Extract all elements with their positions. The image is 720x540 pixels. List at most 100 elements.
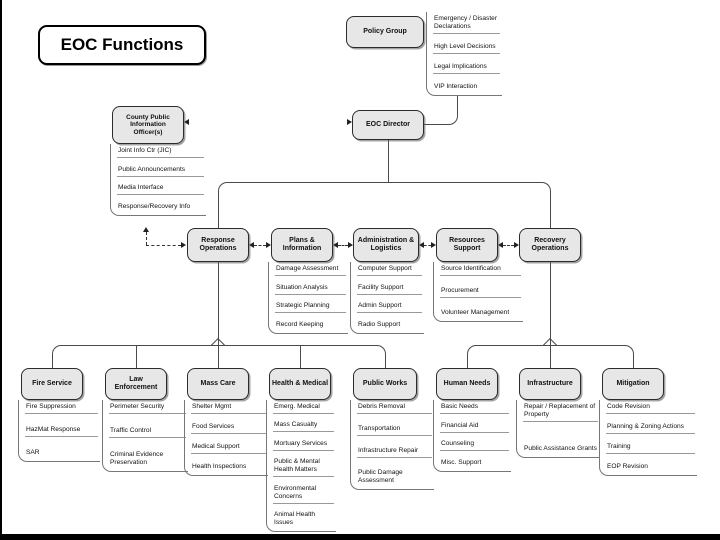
arrow-left-resources-recovery <box>498 242 503 248</box>
frame-left-edge <box>0 0 2 540</box>
list-law-enforcement: Perimeter Security Traffic Control Crimi… <box>102 400 188 472</box>
list-item: Facility Support <box>357 284 422 295</box>
node-recovery-operations: Recovery Operations <box>519 228 581 262</box>
list-item: Counseling <box>440 440 509 452</box>
list-item: VIP Interaction <box>434 83 478 91</box>
list-item: Planning & Zoning Actions <box>606 423 695 434</box>
node-law-enforcement: Law Enforcement <box>105 368 167 400</box>
node-policy-group: Policy Group <box>346 16 424 48</box>
list-item: SAR <box>26 449 40 457</box>
arrow-left-admin-resources <box>419 242 424 248</box>
node-label: Administration & Logistics <box>357 236 415 252</box>
arrow-up-pio-link <box>143 227 149 232</box>
frame-bottom-edge <box>0 534 720 540</box>
list-item: Emergency / Disaster Declarations <box>433 15 500 34</box>
list-item: Source Identification <box>440 265 521 276</box>
connector-response-stub <box>218 262 219 345</box>
list-item: Training <box>606 443 695 454</box>
list-item: Admin Support <box>357 302 422 314</box>
connector-recovery-stub <box>550 262 551 345</box>
list-policy-group: Emergency / Disaster Declarations High L… <box>426 12 502 96</box>
list-item: Health Inspections <box>192 463 247 471</box>
list-item: Infrastructure Repair <box>357 447 432 459</box>
connector-drop-health <box>300 345 301 368</box>
node-label: Resources Support <box>449 236 485 252</box>
arrow-right-pio-response <box>181 242 186 248</box>
connector-director-bracket <box>218 182 551 228</box>
list-item: Financial Aid <box>440 422 509 433</box>
node-human-needs: Human Needs <box>436 368 498 400</box>
node-label: Policy Group <box>363 27 407 35</box>
node-label: Mass Care <box>200 379 236 387</box>
connector-drop-mass-care <box>218 345 219 368</box>
node-label: EOC Director <box>366 120 410 128</box>
node-resources-support: Resources Support <box>436 228 498 262</box>
node-response-operations: Response Operations <box>187 228 249 262</box>
list-plans-information: Damage Assessment Situation Analysis Str… <box>268 262 348 334</box>
list-item: Record Keeping <box>276 321 324 329</box>
dashed-link-pio-horizontal <box>146 245 181 246</box>
list-item: Code Revision <box>606 403 695 414</box>
dashed-link-admin-resources <box>424 245 431 246</box>
dashed-link-resources-recovery <box>503 245 514 246</box>
list-item: Public & Mental Health Matters <box>273 458 334 478</box>
arrow-toward-director <box>347 119 352 125</box>
node-county-pio: County Public Information Officer(s) <box>112 106 184 144</box>
list-county-pio: Joint Info Ctr (JIC) Public Announcement… <box>110 144 206 216</box>
list-mass-care: Shelter Mgmt Food Services Medical Suppo… <box>184 400 268 476</box>
list-item: Mass Casualty <box>273 421 334 433</box>
list-item: Shelter Mgmt <box>191 403 266 414</box>
list-health-medical: Emerg. Medical Mass Casualty Mortuary Se… <box>266 400 336 532</box>
list-item: Strategic Planning <box>275 302 346 314</box>
node-label: Mitigation <box>616 379 650 387</box>
list-item: HazMat Response <box>25 426 98 437</box>
list-item: Basic Needs <box>440 403 509 414</box>
node-label: Public Works <box>362 379 408 387</box>
node-label: Response Operations <box>199 236 237 252</box>
list-item: Volunteer Management <box>441 309 510 317</box>
node-mass-care: Mass Care <box>187 368 249 400</box>
list-item: Mortuary Services <box>273 440 334 451</box>
list-item: Response/Recovery Info <box>118 203 191 211</box>
arrow-left-plans-admin <box>333 242 338 248</box>
node-label: Infrastructure <box>527 379 573 387</box>
node-label: Fire Service <box>32 379 72 387</box>
connector-drop-infrastructure <box>550 345 551 368</box>
node-health-medical: Health & Medical <box>269 368 331 400</box>
list-item: Misc. Support <box>441 459 482 467</box>
list-item: High Level Decisions <box>433 43 500 54</box>
node-mitigation: Mitigation <box>602 368 664 400</box>
list-item: Procurement <box>440 287 521 298</box>
node-label: County Public Information Officer(s) <box>126 113 170 136</box>
list-item: Radio Support <box>358 321 401 329</box>
list-item: Transportation <box>357 425 432 436</box>
list-item: Situation Analysis <box>275 284 346 295</box>
page-title: EOC Functions <box>38 25 206 65</box>
list-item: Criminal Evidence Preservation <box>110 451 164 467</box>
dashed-link-pio-vertical <box>146 232 147 245</box>
connector-policy-to-director <box>424 96 458 125</box>
list-fire-service: Fire Suppression HazMat Response SAR <box>18 400 100 462</box>
arrow-right-admin-resources <box>431 242 436 248</box>
list-resources-support: Source Identification Procurement Volunt… <box>433 262 523 322</box>
list-mitigation: Code Revision Planning & Zoning Actions … <box>599 400 697 476</box>
list-item: Repair / Replacement of Property <box>523 403 598 422</box>
list-item: Computer Support <box>357 265 422 276</box>
dashed-link-plans-admin <box>338 245 348 246</box>
list-item: Public Announcements <box>117 166 204 177</box>
dashed-link-response-plans <box>254 245 266 246</box>
node-admin-logistics: Administration & Logistics <box>353 228 419 262</box>
node-label: Law Enforcement <box>114 375 158 391</box>
node-fire-service: Fire Service <box>21 368 83 400</box>
list-item: Public Damage Assessment <box>358 469 403 485</box>
list-item: Perimeter Security <box>109 403 186 414</box>
list-item: Public Assistance Grants <box>524 445 597 453</box>
list-item: Environmental Concerns <box>273 485 334 504</box>
list-item: Animal Health Issues <box>274 511 316 527</box>
node-public-works: Public Works <box>353 368 417 400</box>
list-human-needs: Basic Needs Financial Aid Counseling Mis… <box>433 400 511 472</box>
list-admin-logistics: Computer Support Facility Support Admin … <box>350 262 424 334</box>
arrow-left-response-plans <box>249 242 254 248</box>
node-eoc-director: EOC Director <box>352 110 424 140</box>
